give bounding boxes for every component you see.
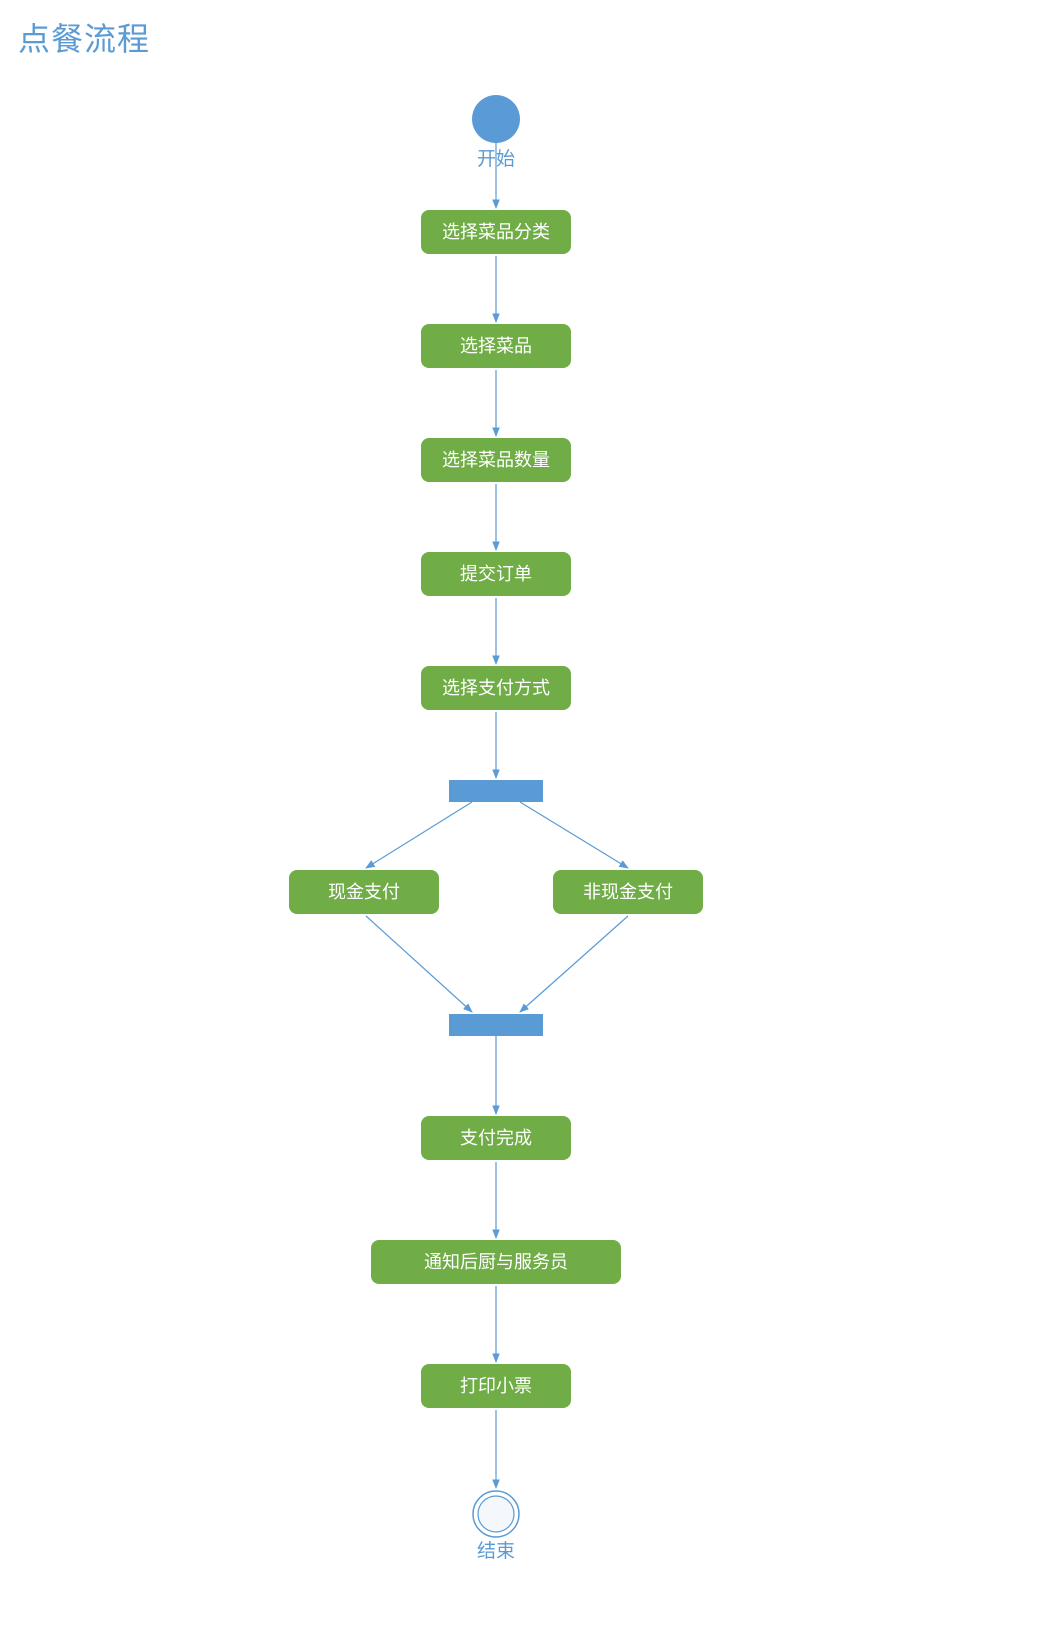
activity-node-cash: 现金支付 — [289, 870, 439, 914]
activity-node-n6: 支付完成 — [421, 1116, 571, 1160]
node-cash-box — [289, 870, 439, 914]
node-cash-label: 现金支付 — [328, 882, 400, 903]
node-n4-box — [421, 552, 571, 596]
node-noncash-label: 非现金支付 — [583, 882, 673, 903]
activity-node-n7: 通知后厨与服务员 — [371, 1240, 621, 1284]
start-label: 开始 — [477, 148, 515, 170]
activity-node-noncash: 非现金支付 — [553, 870, 703, 914]
end-inner-circle — [477, 1495, 515, 1533]
node-noncash-box — [553, 870, 703, 914]
node-n3-label: 选择菜品数量 — [442, 450, 550, 471]
edge-noncash-join — [519, 915, 629, 1013]
node-n5-label: 选择支付方式 — [442, 678, 550, 699]
end-node: 结束 — [472, 1490, 520, 1562]
activity-node-n5: 选择支付方式 — [421, 666, 571, 710]
node-n8-label: 打印小票 — [460, 1376, 532, 1397]
node-n4-label: 提交订单 — [460, 564, 532, 585]
start-circle — [472, 95, 520, 143]
node-n6-label: 支付完成 — [460, 1128, 532, 1149]
node-n1-label: 选择菜品分类 — [442, 222, 550, 243]
node-n1-box — [421, 210, 571, 254]
diagram-title: 点餐流程 — [18, 20, 151, 58]
start-node: 开始 — [472, 95, 520, 170]
activity-node-n2: 选择菜品 — [421, 324, 571, 368]
edge-cash-join — [365, 915, 473, 1013]
activity-node-n1: 选择菜品分类 — [421, 210, 571, 254]
activity-node-n3: 选择菜品数量 — [421, 438, 571, 482]
join-bar — [449, 1014, 543, 1036]
node-n7-box — [371, 1240, 621, 1284]
end-label: 结束 — [477, 1540, 515, 1562]
node-n2-label: 选择菜品 — [460, 336, 532, 357]
activity-node-n8: 打印小票 — [421, 1364, 571, 1408]
edge-fork-cash — [365, 801, 473, 869]
node-n6-box — [421, 1116, 571, 1160]
activity-node-n4: 提交订单 — [421, 552, 571, 596]
node-n2-box — [421, 324, 571, 368]
edge-fork-noncash — [519, 801, 629, 869]
node-n7-label: 通知后厨与服务员 — [424, 1252, 568, 1273]
fork-bar — [449, 780, 543, 802]
node-n3-box — [421, 438, 571, 482]
node-n8-box — [421, 1364, 571, 1408]
edges — [365, 142, 629, 1489]
node-n5-box — [421, 666, 571, 710]
